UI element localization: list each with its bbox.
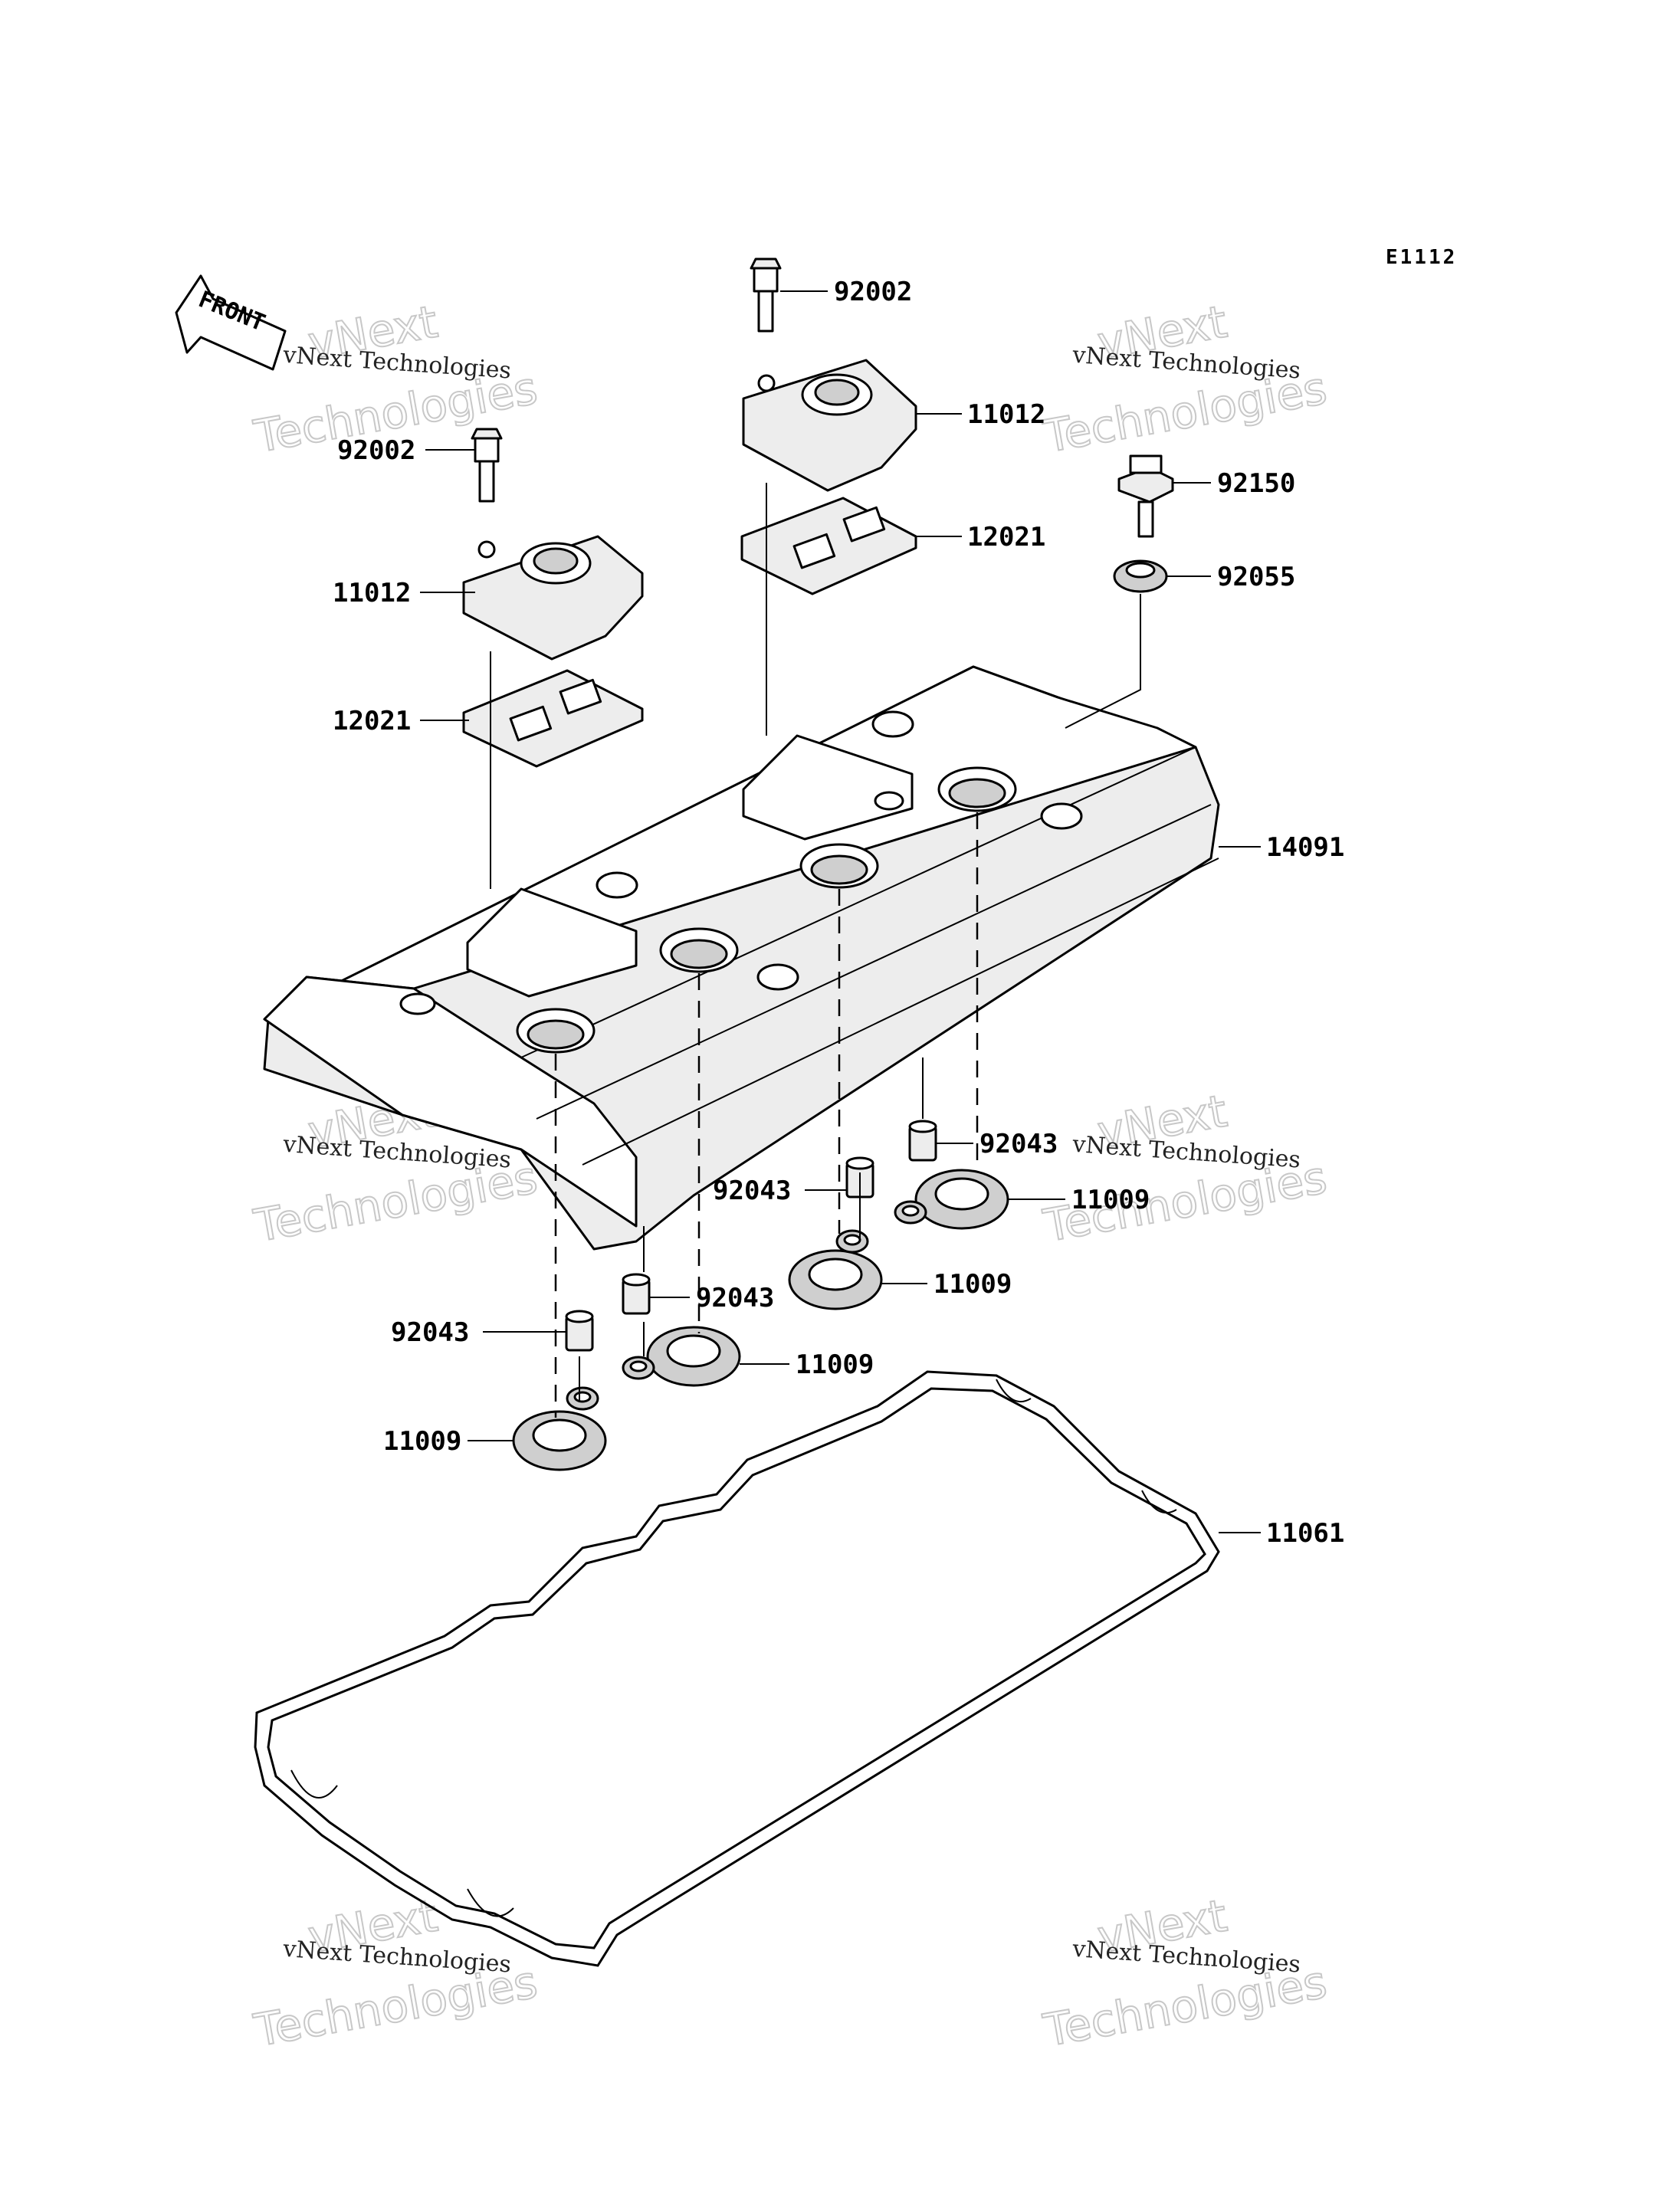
assembly-lines bbox=[490, 483, 1141, 1418]
head-cover-gasket-part bbox=[254, 1370, 1220, 1967]
label-plate-top: 12021 bbox=[967, 522, 1045, 553]
label-dowel-mid: 92043 bbox=[713, 1176, 791, 1206]
label-breather-cover-left: 11012 bbox=[333, 578, 411, 608]
bolt-left-part bbox=[471, 428, 503, 503]
watermark-bottom-right: vNext Technologies vNext Technologies bbox=[1039, 1888, 1331, 2058]
breather-cover-top-part bbox=[742, 359, 917, 492]
gasket-center-part bbox=[622, 1326, 741, 1387]
label-bolt-cap: 92150 bbox=[1217, 468, 1295, 499]
grommet-part bbox=[1113, 559, 1168, 593]
label-gasket-mid: 11009 bbox=[934, 1269, 1012, 1300]
label-bolt-left: 92002 bbox=[337, 435, 415, 466]
label-gasket-left: 11009 bbox=[383, 1426, 461, 1457]
label-dowel-right: 92043 bbox=[979, 1129, 1058, 1159]
bolt-cap-part bbox=[1117, 454, 1174, 538]
breather-cover-left-part bbox=[462, 535, 644, 661]
label-cylinder-head-cover: 14091 bbox=[1266, 832, 1344, 863]
gasket-mid-part bbox=[788, 1229, 883, 1310]
cylinder-head-cover-part bbox=[263, 665, 1220, 1251]
watermark-mid-right: vNext Technologies vNext Technologies bbox=[1039, 1084, 1331, 1253]
dowel-right-part bbox=[908, 1120, 937, 1162]
plate-left-part bbox=[462, 669, 644, 768]
label-head-cover-gasket: 11061 bbox=[1266, 1518, 1344, 1549]
label-plate-left: 12021 bbox=[333, 706, 411, 736]
label-gasket-center: 11009 bbox=[796, 1349, 874, 1380]
dowel-center-part bbox=[622, 1273, 651, 1315]
dowel-left-part bbox=[565, 1310, 594, 1352]
front-arrow-icon: FRONT bbox=[175, 274, 287, 371]
bolt-top-part bbox=[750, 257, 782, 333]
diagram-code: E1112 bbox=[1386, 246, 1457, 269]
gasket-right-part bbox=[894, 1169, 1009, 1230]
label-dowel-left: 92043 bbox=[391, 1317, 469, 1348]
label-grommet: 92055 bbox=[1217, 562, 1295, 592]
label-breather-cover-top: 11012 bbox=[967, 399, 1045, 430]
gasket-left-part bbox=[512, 1386, 607, 1471]
watermark-top-right: vNext Technologies vNext Technologies bbox=[1039, 294, 1331, 464]
plate-top-part bbox=[740, 497, 917, 595]
label-bolt-top: 92002 bbox=[834, 277, 912, 307]
label-gasket-right: 11009 bbox=[1071, 1185, 1150, 1215]
leader-lines bbox=[420, 290, 1261, 1533]
label-dowel-center: 92043 bbox=[696, 1283, 774, 1313]
